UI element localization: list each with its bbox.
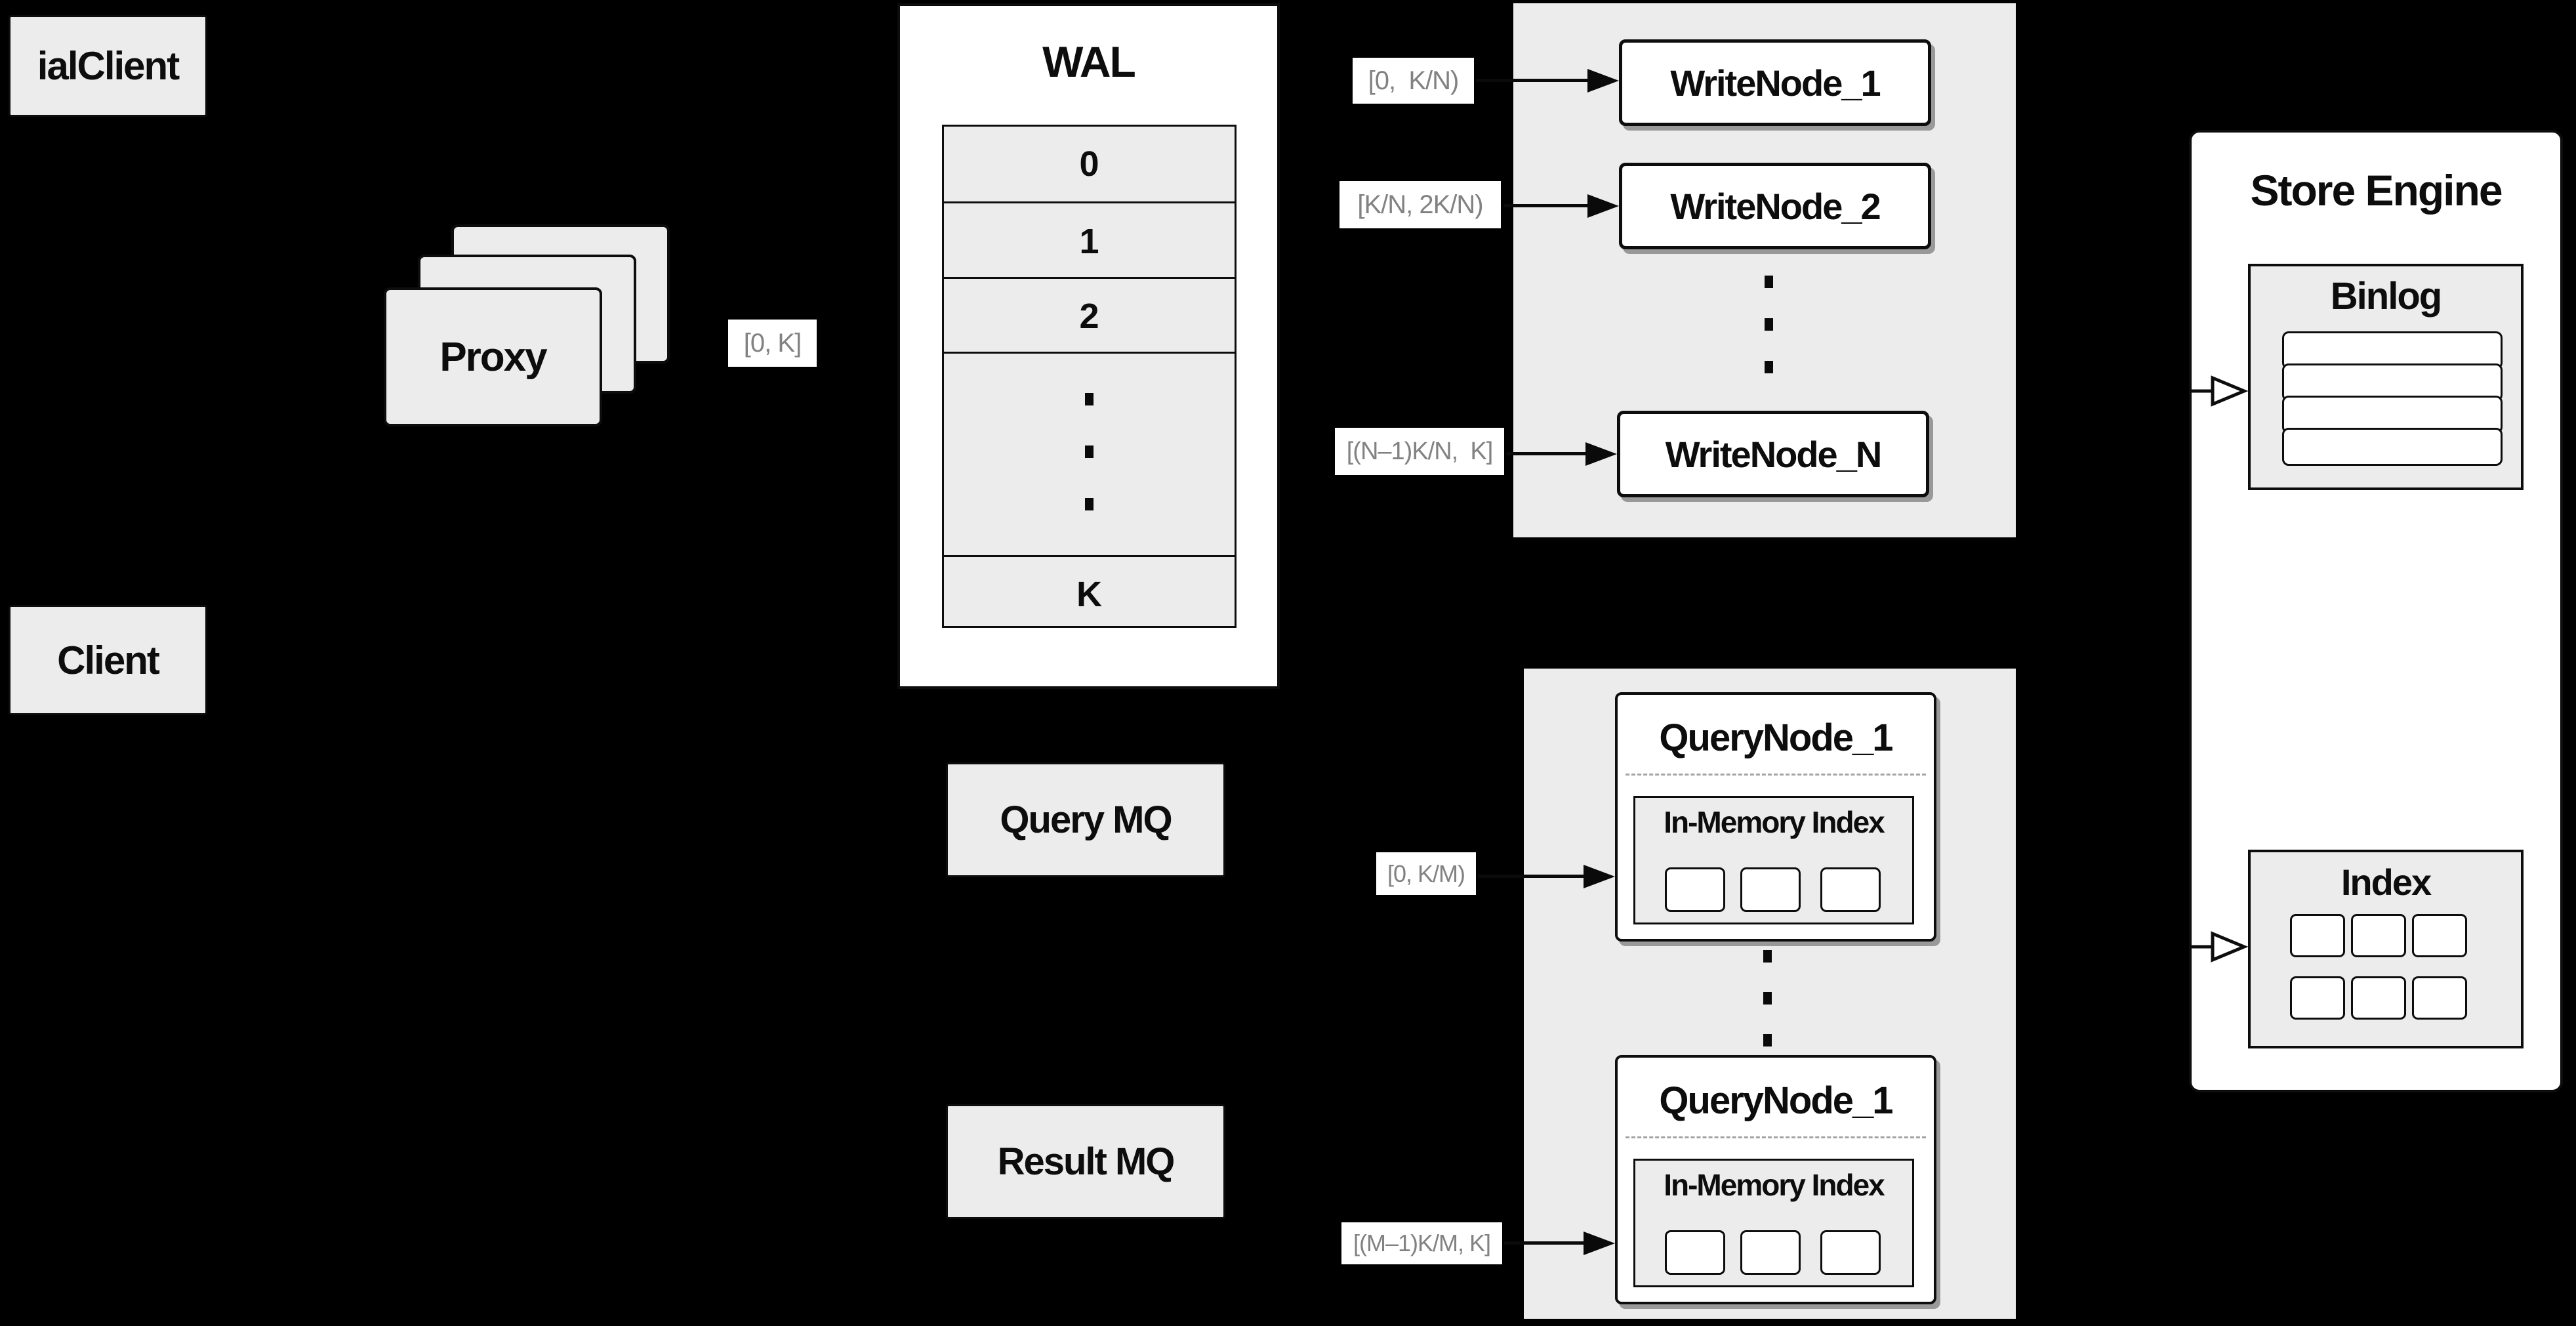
ellipsis-dot [1085,498,1094,510]
binlog-row [2282,428,2503,466]
segment-box [1820,1230,1881,1275]
wal-row-0: 0 [1079,144,1099,184]
binlog-box: Binlog [2248,264,2524,490]
index-cell [2412,976,2467,1020]
wal-row-2: 2 [944,277,1235,354]
wal-row-1: 1 [944,201,1235,279]
ellipsis-dot [1763,992,1772,1005]
index-cell [2351,976,2406,1020]
query-node-top-title: QueryNode_1 [1659,716,1893,759]
in-memory-index-top-title: In-Memory Index [1664,805,1885,839]
edge-label-proxy-to-wal: [0, K] [728,320,817,367]
ellipsis-dot [1765,361,1773,373]
segment-box [1820,867,1881,912]
arrowhead-to-querynode-bottom [1584,1232,1615,1255]
index-cell [2290,914,2345,957]
arrow-to-writenode-1 [1476,79,1587,82]
arrow-to-writenode-2 [1503,204,1587,207]
binlog-row [2282,396,2503,434]
ellipsis-dot [1765,318,1773,331]
ellipsis-dot [1763,1034,1772,1046]
edge-label-wal-to-writenode-n: [(N–1)K/N, K] [1335,428,1504,475]
client-top-label: Client [77,44,180,88]
write-node-2: WriteNode_2 [1619,163,1931,249]
wal-row-k: K [944,555,1235,632]
query-node-bottom-title: QueryNode_1 [1659,1079,1893,1122]
index-cell [2290,976,2345,1020]
arrow-to-querynode-top [1478,875,1584,878]
segment-box [1740,1230,1801,1275]
client-node-bottom: Client [9,605,207,715]
binlog-row [2282,331,2503,369]
open-arrow-to-index [2189,931,2249,963]
arrowhead-to-writenode-n [1585,442,1617,466]
in-memory-index-bottom-title: In-Memory Index [1664,1168,1885,1202]
arrow-to-writenode-n [1507,452,1585,455]
proxy-node: Proxy [384,287,602,426]
ellipsis-dot [1085,445,1094,458]
proxy-label: Proxy [440,334,547,380]
store-engine-title: Store Engine [2250,166,2503,215]
edge-label-wal-to-writenode-2: [K/N, 2K/N) [1339,181,1501,228]
ellipsis-dot [1763,950,1772,963]
query-node-top: QueryNode_1 In-Memory Index [1615,692,1936,942]
arrowhead-to-writenode-2 [1587,194,1619,218]
in-memory-index-bottom: In-Memory Index [1633,1159,1914,1287]
write-node-n: WriteNode_N [1617,411,1929,497]
ellipsis-dot [1765,276,1773,288]
arrow-to-querynode-bottom [1504,1241,1584,1245]
client-bottom-label: Client [57,638,160,682]
segment-box [1665,867,1725,912]
index-title: Index [2341,861,2432,903]
client-node-top: ial Client [9,15,207,117]
query-mq-box: Query MQ [946,762,1225,877]
wal-partition-table: 0 1 2 K [942,125,1237,628]
index-cell [2351,914,2406,957]
query-node-bottom: QueryNode_1 In-Memory Index [1615,1055,1936,1304]
segment-box [1665,1230,1725,1275]
edge-label-wal-to-writenode-1: [0, K/N) [1353,58,1474,104]
dashed-separator [1625,1136,1926,1138]
binlog-title: Binlog [2330,274,2442,318]
index-box: Index [2248,850,2524,1048]
segment-box [1740,867,1801,912]
dashed-separator [1625,774,1926,776]
result-mq-box: Result MQ [946,1104,1225,1219]
ellipsis-dot [1085,393,1094,405]
edge-label-mq-to-querynode-top: [0, K/M) [1376,852,1476,895]
arrowhead-to-writenode-1 [1587,69,1619,93]
open-arrow-to-binlog [2189,375,2249,407]
wal-title: WAL [1042,37,1136,86]
wal-row-ellipsis [944,352,1235,555]
arrowhead-to-querynode-top [1584,865,1615,888]
index-cell [2412,914,2467,957]
write-node-1: WriteNode_1 [1619,39,1931,126]
in-memory-index-top: In-Memory Index [1633,796,1914,924]
edge-label-mq-to-querynode-bottom: [(M–1)K/M, K] [1341,1222,1502,1264]
